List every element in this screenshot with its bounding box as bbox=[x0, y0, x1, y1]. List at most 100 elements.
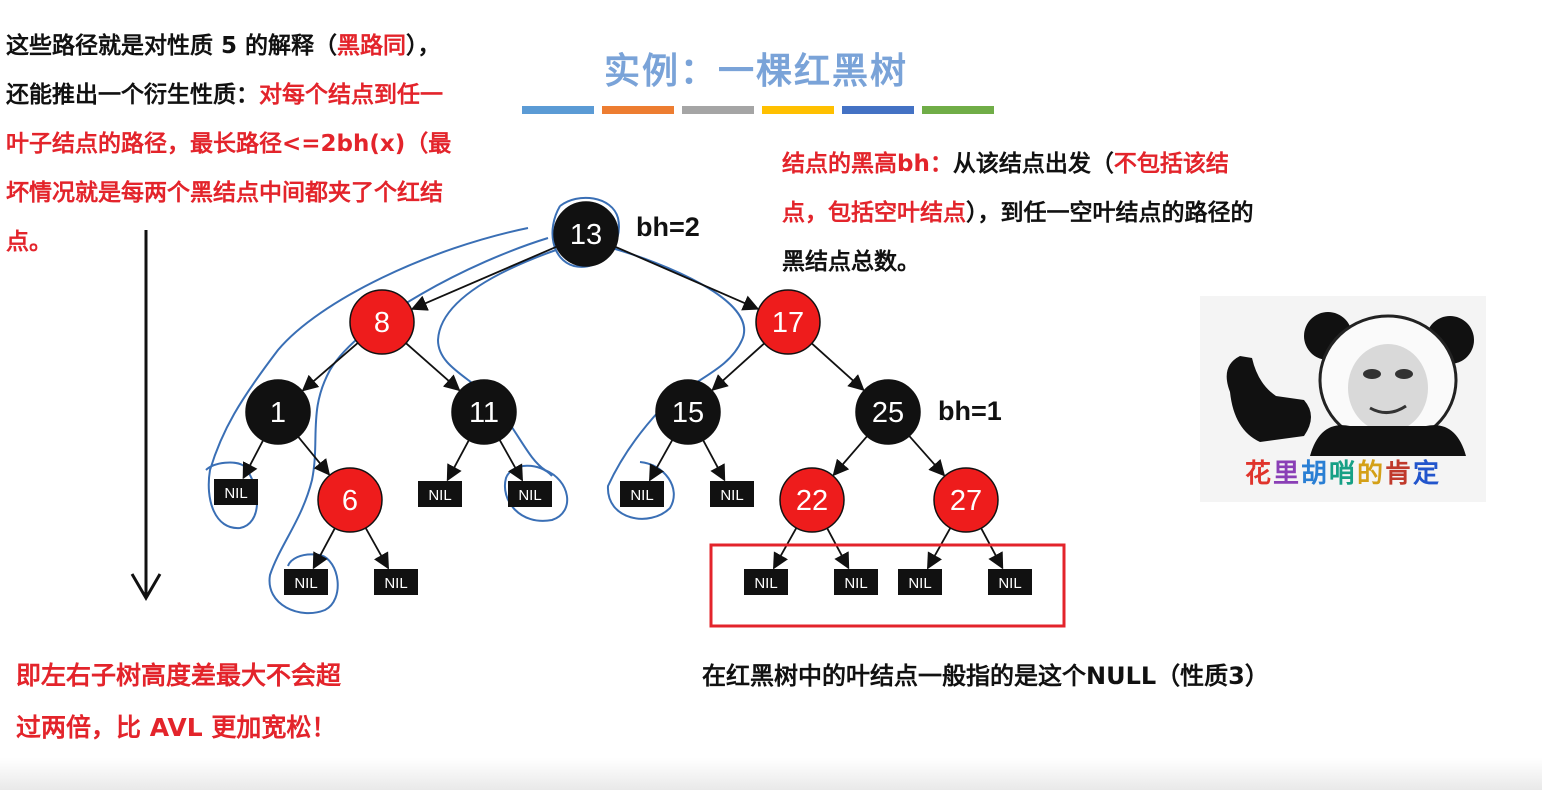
nil-edge bbox=[364, 527, 389, 570]
tree-edges bbox=[242, 245, 1004, 570]
tree-node-6: 6 bbox=[317, 467, 383, 533]
nil-label: NIL bbox=[998, 575, 1021, 592]
title-color-bar bbox=[922, 106, 994, 114]
bottom-note-line1: 即左右子树高度差最大不会超 bbox=[16, 661, 342, 690]
left-note-line2: 还能推出一个衍生性质：对每个结点到任一 bbox=[6, 82, 443, 108]
tree-edge bbox=[405, 342, 461, 392]
meme-caption-char: 肯 bbox=[1385, 459, 1414, 489]
nil-leaf: NIL bbox=[988, 569, 1032, 595]
left-note-line4: 坏情况就是每两个黑结点中间都夹了个红结 bbox=[6, 180, 443, 206]
nil-leaf: NIL bbox=[418, 481, 462, 507]
tree-edge bbox=[410, 245, 557, 311]
bottom-annotation: 即左右子树高度差最大不会超 过两倍，比 AVL 更加宽松！ bbox=[16, 650, 436, 754]
nil-label: NIL bbox=[844, 575, 867, 592]
nil-leaf: NIL bbox=[214, 479, 258, 505]
panda-thumbs-up-image bbox=[1226, 312, 1474, 456]
bottom-shadow bbox=[0, 758, 1542, 790]
panda-meme-sticker: 花里胡哨的肯定 bbox=[1200, 296, 1486, 502]
tree-node-13: 13 bbox=[553, 201, 619, 267]
node-label: 8 bbox=[374, 307, 390, 339]
node-label: 15 bbox=[672, 397, 704, 429]
nil-label: NIL bbox=[224, 485, 247, 502]
nil-box bbox=[898, 569, 942, 595]
node-circle bbox=[755, 289, 821, 355]
node-circle bbox=[655, 379, 721, 445]
node-circle bbox=[553, 201, 619, 267]
nil-box bbox=[214, 479, 258, 505]
nil-leaf: NIL bbox=[620, 481, 664, 507]
node-label: 6 bbox=[342, 485, 358, 517]
nil-label: NIL bbox=[754, 575, 777, 592]
node-circle bbox=[349, 289, 415, 355]
title-color-bar bbox=[762, 106, 834, 114]
meme-caption: 花里胡哨的肯定 bbox=[1200, 453, 1486, 490]
nil-label: NIL bbox=[908, 575, 931, 592]
node-circle bbox=[245, 379, 311, 445]
nil-edge bbox=[242, 439, 264, 480]
node-circle bbox=[855, 379, 921, 445]
tree-edge bbox=[301, 342, 359, 392]
meme-caption-char: 里 bbox=[1272, 459, 1301, 489]
nil-label: NIL bbox=[384, 575, 407, 592]
nil-edge bbox=[980, 527, 1004, 570]
tree-edge bbox=[297, 436, 331, 476]
node-label: 13 bbox=[570, 219, 602, 251]
nil-edge bbox=[773, 527, 798, 570]
nil-edge bbox=[702, 439, 726, 482]
node-label: 1 bbox=[270, 397, 286, 429]
left-note-line5: 点。 bbox=[6, 229, 52, 255]
nil-box bbox=[508, 481, 552, 507]
nil-box bbox=[710, 481, 754, 507]
nil-edge bbox=[927, 527, 952, 570]
nil-edge bbox=[649, 439, 674, 482]
tree-node-17: 17 bbox=[755, 289, 821, 355]
nil-leaf: NIL bbox=[508, 481, 552, 507]
nil-edge bbox=[826, 527, 850, 570]
nil-leaf: NIL bbox=[710, 481, 754, 507]
nil-edge bbox=[312, 527, 336, 570]
title-color-bar bbox=[602, 106, 674, 114]
node-circle bbox=[451, 379, 517, 445]
bh-label-root: bh=2 bbox=[636, 212, 700, 242]
nil-label: NIL bbox=[294, 575, 317, 592]
nil-label: NIL bbox=[630, 487, 653, 504]
slide-title: 实例：一棵红黑树 bbox=[604, 50, 909, 92]
tree-edge bbox=[832, 435, 868, 477]
tree-node-22: 22 bbox=[779, 467, 845, 533]
node-label: 11 bbox=[469, 397, 499, 429]
tree-edge bbox=[811, 342, 865, 392]
tree-node-11: 11 bbox=[451, 379, 517, 445]
tree-edge bbox=[614, 245, 760, 311]
nil-box bbox=[284, 569, 328, 595]
meme-caption-char: 花 bbox=[1244, 459, 1273, 489]
nil-edge bbox=[498, 439, 523, 482]
nil-leaf: NIL bbox=[374, 569, 418, 595]
nil-label: NIL bbox=[428, 487, 451, 504]
leaf-note: 在红黑树中的叶结点一般指的是这个NULL（性质3） bbox=[702, 662, 1269, 690]
tree-node-25: 25 bbox=[855, 379, 921, 445]
title-color-bar bbox=[522, 106, 594, 114]
meme-caption-char: 定 bbox=[1413, 459, 1442, 489]
meme-caption-char: 胡 bbox=[1300, 459, 1329, 489]
node-circle bbox=[933, 467, 999, 533]
tree-edge bbox=[908, 435, 946, 477]
nil-box bbox=[620, 481, 664, 507]
tree-node-8: 8 bbox=[349, 289, 415, 355]
height-arrow-head bbox=[130, 573, 162, 601]
nil-leaf: NIL bbox=[284, 569, 328, 595]
nil-box bbox=[988, 569, 1032, 595]
left-note-line1: 这些路径就是对性质 5 的解释（黑路同）， bbox=[6, 33, 441, 59]
black-height-definition: 结点的黑高bh：从该结点出发（不包括该结 点，包括空叶结点），到任一空叶结点的路… bbox=[782, 151, 1254, 275]
tree-node-1: 1 bbox=[245, 379, 311, 445]
tree-node-27: 27 bbox=[933, 467, 999, 533]
node-circle bbox=[317, 467, 383, 533]
node-label: 27 bbox=[950, 485, 982, 517]
nil-box bbox=[834, 569, 878, 595]
nil-box bbox=[744, 569, 788, 595]
meme-caption-char: 哨 bbox=[1328, 459, 1357, 489]
tree-node-15: 15 bbox=[655, 379, 721, 445]
nil-label: NIL bbox=[720, 487, 743, 504]
node-label: 17 bbox=[772, 307, 804, 339]
